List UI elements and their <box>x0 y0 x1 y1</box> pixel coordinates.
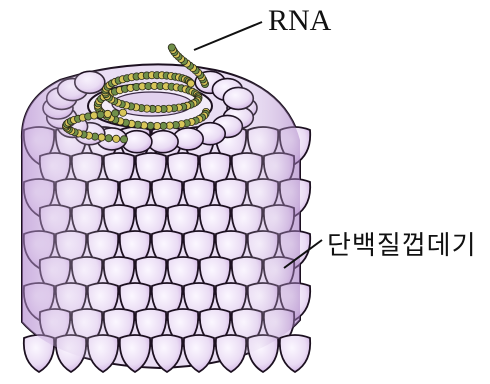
capsomere <box>280 335 310 372</box>
rna-bead <box>120 136 127 143</box>
rna-bead <box>112 110 119 117</box>
rna-bead <box>147 122 154 129</box>
protein-coat-label: 단백질껍데기 <box>327 225 477 262</box>
rna-bead <box>168 44 175 51</box>
rna-leader-line <box>194 22 262 50</box>
rna-bead <box>119 109 126 116</box>
rna-bead <box>104 110 111 117</box>
rna-bead <box>187 80 194 87</box>
rna-bead <box>113 135 120 142</box>
rna-bead <box>98 134 105 141</box>
rna-label: RNA <box>268 4 331 38</box>
rna-bead <box>105 135 112 142</box>
rna-bead <box>97 111 104 118</box>
rna-bead <box>91 112 98 119</box>
